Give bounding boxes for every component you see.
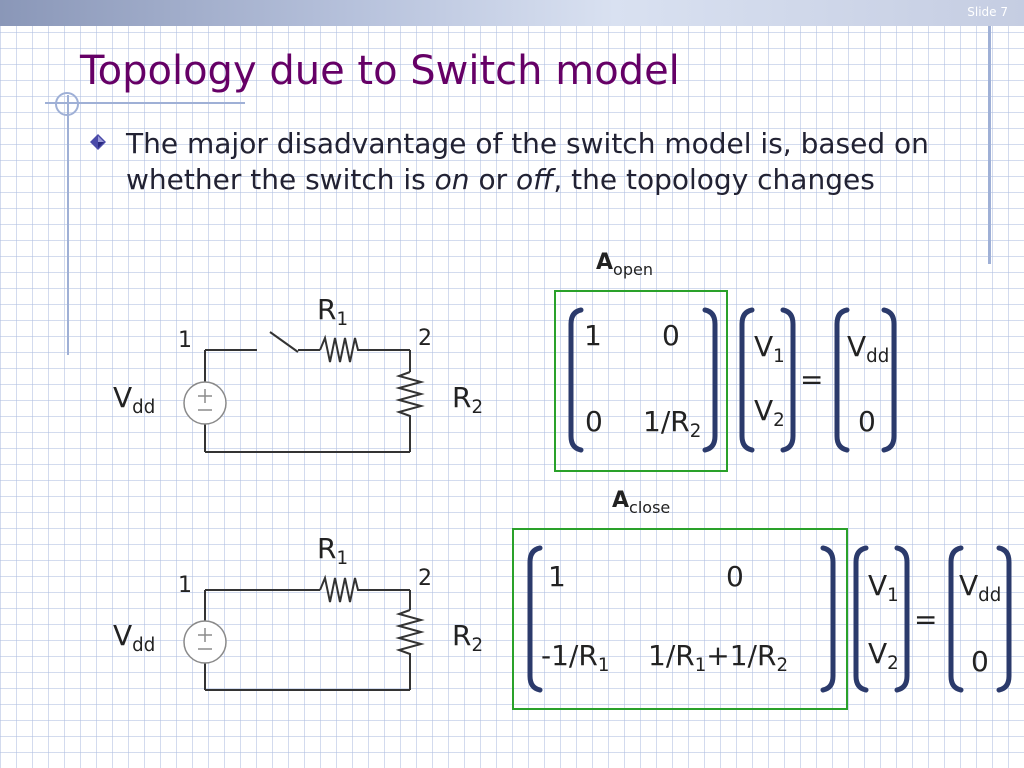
- resistor-r2-open-icon: [395, 371, 425, 432]
- circuit-close-wires: [204, 589, 411, 691]
- node-1-open: 1: [178, 328, 192, 353]
- node-2-close: 2: [418, 566, 432, 591]
- voltage-source-close-icon: [183, 620, 227, 664]
- matrix-close-a12: 0: [726, 560, 744, 593]
- resistor-r1-open-icon: [319, 334, 363, 363]
- node-1-close: 1: [178, 573, 192, 598]
- vdd-open-label: Vdd: [113, 381, 156, 419]
- matrix-open-box: [554, 290, 728, 472]
- circuit-open-wires: [204, 349, 411, 453]
- matrix-open-a22: 1/R2: [643, 405, 702, 443]
- vector-open-b2: 0: [858, 405, 876, 438]
- resistor-r1-close-icon: [319, 574, 363, 603]
- slide-number: Slide 7: [967, 5, 1008, 19]
- decor-horizontal-line: [45, 102, 245, 104]
- matrix-open-a12: 0: [662, 319, 680, 352]
- a-open-label: Aopen: [596, 250, 653, 279]
- switch-icon: [269, 331, 320, 353]
- matrix-close-a11: 1: [548, 560, 566, 593]
- vector-close-v1: V1: [868, 569, 899, 607]
- diamond-bullet-icon: [90, 134, 106, 150]
- matrix-close-box: [512, 528, 848, 710]
- vector-close-v2: V2: [868, 637, 899, 675]
- vector-open-b1: Vdd: [847, 330, 890, 368]
- decor-vertical-line: [67, 95, 69, 355]
- matrix-open-a21: 0: [585, 405, 603, 438]
- r1-open-label: R1: [317, 293, 349, 331]
- equals-open: =: [800, 363, 824, 396]
- slide-title: Topology due to Switch model: [80, 48, 680, 94]
- a-close-label: Aclose: [612, 488, 671, 517]
- r1-close-label: R1: [317, 532, 349, 570]
- vdd-close-label: Vdd: [113, 619, 156, 657]
- vector-close-b1: Vdd: [959, 569, 1002, 607]
- voltage-source-open-icon: [183, 381, 227, 425]
- r2-close-label: R2: [452, 619, 484, 657]
- emph-on: on: [434, 163, 470, 196]
- equals-close: =: [914, 603, 938, 636]
- vector-open-v1: V1: [754, 330, 785, 368]
- title-bar: Slide 7: [0, 0, 1024, 26]
- bullet-text: The major disadvantage of the switch mod…: [126, 127, 929, 196]
- emph-off: off: [516, 163, 554, 196]
- vector-close-b2: 0: [971, 645, 989, 678]
- matrix-open-a11: 1: [584, 319, 602, 352]
- matrix-close-a22: 1/R1+1/R2: [648, 639, 789, 677]
- matrix-close-a21: -1/R1: [541, 639, 610, 677]
- vector-open-v2: V2: [754, 394, 785, 432]
- decor-right-line: [988, 26, 991, 264]
- node-2-open: 2: [418, 326, 432, 351]
- r2-open-label: R2: [452, 381, 484, 419]
- resistor-r2-close-icon: [395, 609, 425, 670]
- decor-circle: [55, 92, 79, 116]
